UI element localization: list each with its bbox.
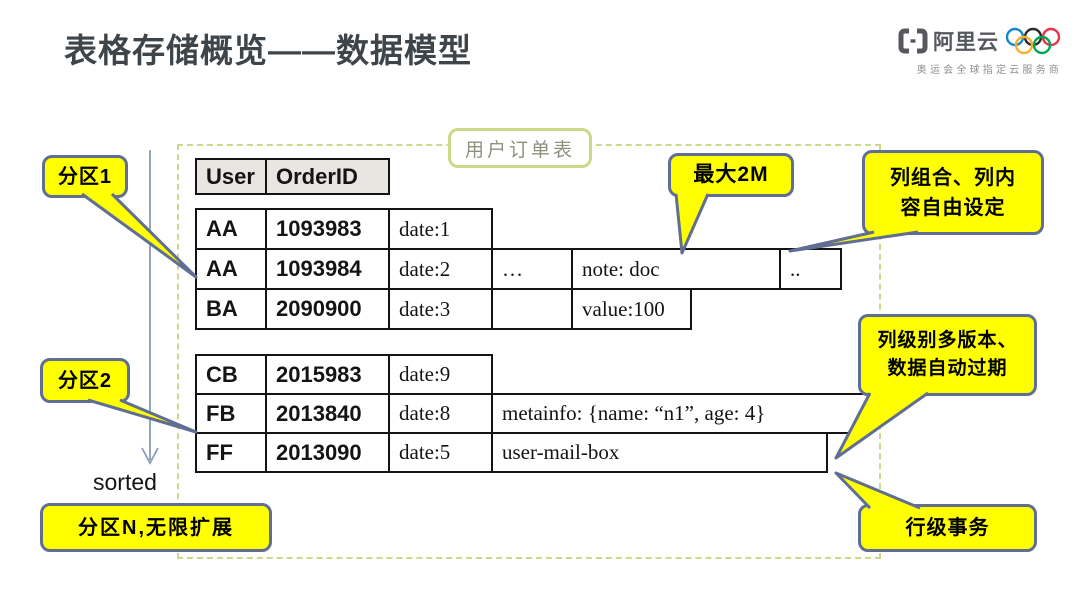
cell-date: date:9 [388,354,493,395]
callout-partition-n: 分区N,无限扩展 [40,503,272,552]
callout-text: 最大2M [693,163,769,187]
header-cell-user: User [195,158,267,195]
callout-partition-1: 分区1 [42,155,128,198]
callout-text: 列级别多版本、 [877,329,1018,351]
callout-text: 分区N,无限扩展 [78,516,234,539]
callout-text: 列组合、列内 [890,166,1016,189]
sorted-label: sorted [93,469,157,495]
cell-empty [491,288,573,330]
callout-text: 分区2 [57,369,113,392]
alibaba-cloud-logo: 阿里云 奥运会全球指定云服务商 [892,26,1062,76]
callout-column-free: 列组合、列内 容自由设定 [862,150,1044,235]
callout-partition-2: 分区2 [40,358,130,403]
cell-order: 2015983 [265,354,390,395]
callout-text: 容自由设定 [900,196,1006,219]
cell-date: date:8 [388,393,493,434]
alibaba-cloud-brackets-icon [898,28,928,54]
cell-user: BA [195,288,267,330]
callout-row-transaction: 行级事务 [858,504,1037,552]
cell-order: 1093983 [265,208,390,250]
cell-date: date:2 [388,248,493,290]
table-row: FB 2013840 date:8 metainfo: {name: “n1”,… [195,393,869,434]
partition2-rows: CB 2015983 date:9 FB 2013840 date:8 meta… [195,354,869,473]
partition1-rows: AA 1093983 date:1 AA 1093984 date:2 … no… [195,208,842,330]
cell-ellipsis: … [491,248,573,290]
callout-text: 分区1 [57,165,113,188]
cell-order: 2090900 [265,288,390,330]
cell-metainfo: metainfo: {name: “n1”, age: 4} [491,393,869,434]
brand-name: 阿里云 [933,31,999,54]
table-header: User OrderID [195,158,390,195]
table-row: AA 1093984 date:2 … note: doc .. [195,248,842,290]
cell-value: value:100 [571,288,692,330]
cell-order: 1093984 [265,248,390,290]
cell-dots: .. [779,248,842,290]
table-store-container [177,144,881,559]
cell-order: 2013090 [265,432,390,473]
header-cell-orderid: OrderID [265,158,390,195]
callout-multi-version-ttl: 列级别多版本、 数据自动过期 [858,314,1037,396]
table-row: FF 2013090 date:5 user-mail-box [195,432,869,473]
cell-date: date:5 [388,432,493,473]
cell-date: date:1 [388,208,493,250]
table-header-row: User OrderID [195,158,390,195]
cell-user: AA [195,208,267,250]
table-row: CB 2015983 date:9 [195,354,869,395]
cell-mailbox: user-mail-box [491,432,828,473]
table-name-label: 用户订单表 [448,128,592,168]
table-row: AA 1093983 date:1 [195,208,842,250]
table-row: BA 2090900 date:3 value:100 [195,288,842,330]
cell-user: AA [195,248,267,290]
cell-order: 2013840 [265,393,390,434]
page-title: 表格存储概览——数据模型 [64,32,472,69]
cell-note: note: doc [571,248,781,290]
cell-user: CB [195,354,267,395]
cell-user: FF [195,432,267,473]
callout-text: 数据自动过期 [887,358,1008,379]
sorted-arrow [141,150,159,465]
logo-subtitle: 奥运会全球指定云服务商 [916,65,1062,76]
olympic-rings-icon [1004,26,1062,56]
callout-max-2m: 最大2M [668,153,794,197]
cell-user: FB [195,393,267,434]
cell-date: date:3 [388,288,493,330]
callout-text: 行级事务 [905,517,990,539]
